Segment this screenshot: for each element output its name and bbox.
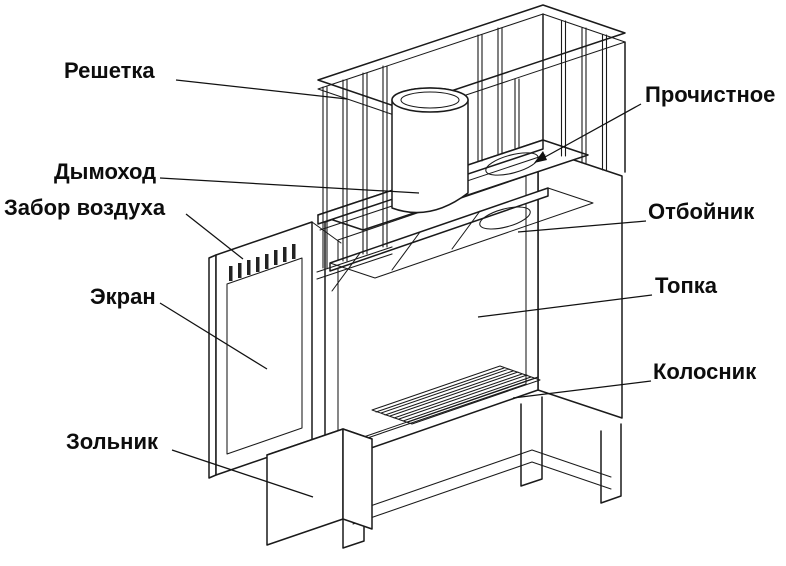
leader-firebox: [477, 294, 653, 318]
leader-air-intake: [185, 213, 244, 260]
stone-cage-bars: [316, 13, 626, 280]
label-screen: Экран: [90, 284, 156, 309]
label-grate: Решетка: [64, 58, 155, 83]
leader-cleanout-arrowhead: [534, 151, 547, 163]
label-air-intake: Забор воздуха: [4, 195, 166, 220]
label-ash-pan: Зольник: [66, 429, 158, 454]
leader-grate-bars: [512, 380, 652, 399]
chimney-pipe: [391, 87, 469, 214]
leader-grate: [175, 79, 348, 100]
cleanout-hole: [485, 152, 539, 176]
stone-cage-rim: [317, 4, 626, 118]
leader-cleanout: [544, 103, 642, 158]
leader-screen: [159, 302, 268, 370]
firebox-body: [324, 147, 623, 465]
leader-ash-pan: [171, 449, 314, 498]
label-chimney: Дымоход: [54, 159, 157, 184]
ash-drawer: [266, 428, 373, 546]
leader-lines: [159, 79, 653, 498]
leader-baffle: [517, 220, 647, 233]
fire-grate: [371, 365, 541, 425]
leader-chimney: [159, 177, 420, 194]
label-cleanout: Прочистное: [645, 82, 776, 107]
label-grate-bars: Колосник: [653, 359, 757, 384]
air-intake-slots: [229, 244, 296, 281]
baffle-plate: [329, 187, 594, 292]
label-firebox: Топка: [655, 273, 718, 298]
label-baffle: Отбойник: [648, 199, 755, 224]
